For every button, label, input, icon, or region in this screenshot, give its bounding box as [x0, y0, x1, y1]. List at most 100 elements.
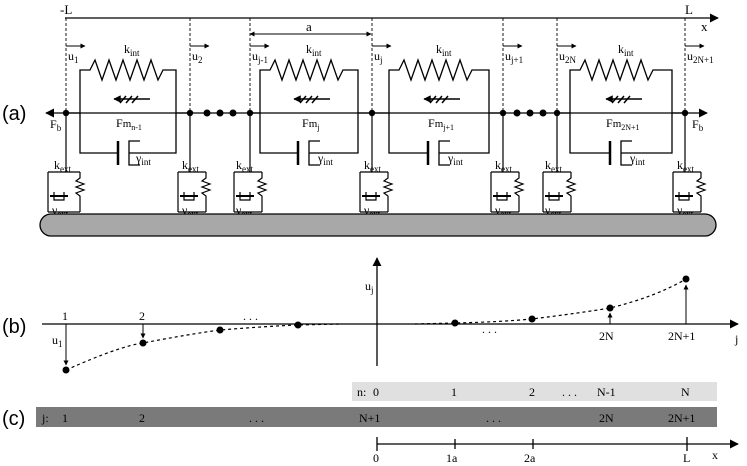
boundary-force-left: Fb [50, 117, 62, 133]
j-label-2: 2 [139, 411, 145, 425]
b-marker-label-2: 2 [139, 309, 145, 323]
internal-damping-label-j-plus-1: γint [447, 151, 463, 167]
external-support-2n-plus-1 [672, 113, 707, 213]
panel-b: uj j 1 2 2N 2N+1 u1 . . . . . . [42, 257, 739, 374]
node-dashed-lines [65, 18, 686, 160]
external-stiffness-label-j-minus-1: kext [236, 158, 253, 174]
n-row-prefix: n: [357, 385, 366, 399]
top-x-axis-label: x [701, 19, 708, 34]
external-support-j-minus-1 [233, 113, 268, 213]
c-tick-label-2a: 2a [524, 451, 536, 465]
internal-stiffness-label-j-plus-1: kint [436, 42, 452, 58]
internal-stiffness-labels: kint kint kint kint [124, 42, 634, 58]
active-force-labels: Fmn-1 Fmj Fmj+1 Fm2N+1 [116, 116, 640, 132]
external-stiffness-label-1: kext [54, 158, 71, 174]
b-ellipsis-left: . . . [243, 309, 258, 323]
active-force-label-j-plus-1: Fmj+1 [428, 116, 454, 132]
external-stiffness-label-2n-plus-1: kext [677, 158, 694, 174]
panel-label-b: (b) [2, 316, 26, 338]
right-end-label: L [685, 2, 693, 17]
j-label-1: 1 [62, 411, 68, 425]
left-end-label: -L [60, 2, 72, 17]
displacement-label-2: u2 [192, 49, 203, 65]
n-label-1: 1 [451, 385, 457, 399]
c-tick-label-l: L [683, 451, 690, 465]
n-label-ellipsis: . . . [562, 385, 577, 399]
internal-damping-label-1: γint [135, 151, 151, 167]
n-row-band [352, 382, 717, 401]
b-u1-label: u1 [52, 333, 63, 349]
n-label-2: 2 [529, 385, 535, 399]
j-row-prefix: j: [41, 411, 49, 425]
displacement-label-j-plus-1: uj+1 [505, 49, 523, 65]
ground-substrate [39, 213, 717, 237]
b-marker-label-2n: 2N [599, 329, 614, 343]
n-row-labels: n: 0 1 2 . . . N-1 N [357, 385, 690, 399]
n-label-n: N [681, 385, 690, 399]
external-stiffness-label-2n: kext [545, 158, 562, 174]
internal-stiffness-label-1: kint [124, 42, 140, 58]
internal-stiffness-label-2n-plus-1: kint [618, 42, 634, 58]
panel-label-a: (a) [2, 103, 26, 125]
displacement-profile-left [65, 323, 341, 371]
external-stiffness-label-j-plus-1: kext [495, 158, 512, 174]
c-tick-label-0: 0 [373, 451, 379, 465]
panel-label-c: (c) [2, 408, 25, 430]
b-x-axis-label: j [734, 332, 738, 346]
n-label-n-minus-1: N-1 [597, 385, 616, 399]
displacement-labels: u1 u2 uj-1 uj uj+1 u2N u2N+1 [68, 49, 714, 65]
displacement-label-1: u1 [68, 49, 79, 65]
j-label-2n-plus-1: 2N+1 [668, 411, 695, 425]
internal-damping-label-2n-plus-1: γint [629, 151, 645, 167]
external-support-j-plus-1 [490, 113, 525, 213]
b-ellipsis-right: . . . [482, 322, 497, 336]
displacement-profile-right [414, 278, 687, 325]
active-force-arrow-2n-plus-1 [605, 95, 642, 104]
c-x-axis-label: x [712, 448, 718, 462]
external-support-1 [47, 113, 86, 213]
chain-ellipsis-right [513, 109, 547, 117]
active-force-arrow-1 [113, 95, 150, 104]
unit-cell-1 [66, 58, 190, 166]
external-support-2 [177, 113, 212, 213]
internal-damping-label-j: γint [317, 151, 333, 167]
displacement-label-2n: u2N [559, 49, 577, 65]
chain-ellipsis-left [203, 109, 237, 117]
panel-c: n: 0 1 2 . . . N-1 N j: 1 2 . . . N+1 . … [36, 382, 739, 465]
n-label-0: 0 [373, 385, 379, 399]
displacement-label-j-minus-1: uj-1 [252, 49, 268, 65]
j-row-labels: j: 1 2 . . . N+1 . . . 2N 2N+1 [41, 411, 695, 425]
internal-stiffness-label-j: kint [306, 42, 322, 58]
external-support-j [359, 113, 394, 213]
active-force-label-j: Fmj [302, 116, 319, 132]
c-x-ticks [376, 437, 688, 451]
external-stiffness-label-2: kext [182, 158, 199, 174]
active-force-arrow-j [293, 95, 330, 104]
displacement-label-2n-plus-1: u2N+1 [687, 49, 714, 65]
internal-damping-labels: γint γint γint γint [135, 151, 645, 167]
spacing-label: a [306, 19, 312, 34]
b-marker-label-1: 1 [62, 309, 68, 323]
j-label-ellipsis-left: . . . [249, 411, 264, 425]
panel-a: -L L x a u1 u2 uj-1 [39, 2, 719, 237]
c-tick-label-1a: 1a [446, 451, 458, 465]
j-label-2n: 2N [599, 411, 614, 425]
unit-cell-j-plus-1 [372, 58, 503, 166]
active-force-glyphs [113, 95, 642, 104]
unit-cell-j [250, 58, 372, 166]
boundary-force-right: Fb [692, 117, 704, 133]
external-support-2n [542, 113, 577, 213]
b-marker-label-2n-plus-1: 2N+1 [668, 329, 695, 343]
active-force-label-2n-plus-1: Fm2N+1 [606, 116, 640, 132]
active-force-label-n-minus-1: Fmn-1 [116, 116, 142, 132]
profile-points [62, 275, 690, 374]
external-labels: kext γext kext γext kext γext kext γext … [51, 158, 694, 219]
j-label-ellipsis-right: . . . [486, 411, 501, 425]
j-label-n-plus-1: N+1 [359, 411, 380, 425]
unit-cell-2n-plus-1 [557, 58, 685, 166]
external-stiffness-label-j: kext [364, 158, 381, 174]
b-y-axis-label: uj [365, 279, 374, 295]
j-row-band [36, 407, 717, 427]
active-force-arrow-j-plus-1 [423, 95, 460, 104]
